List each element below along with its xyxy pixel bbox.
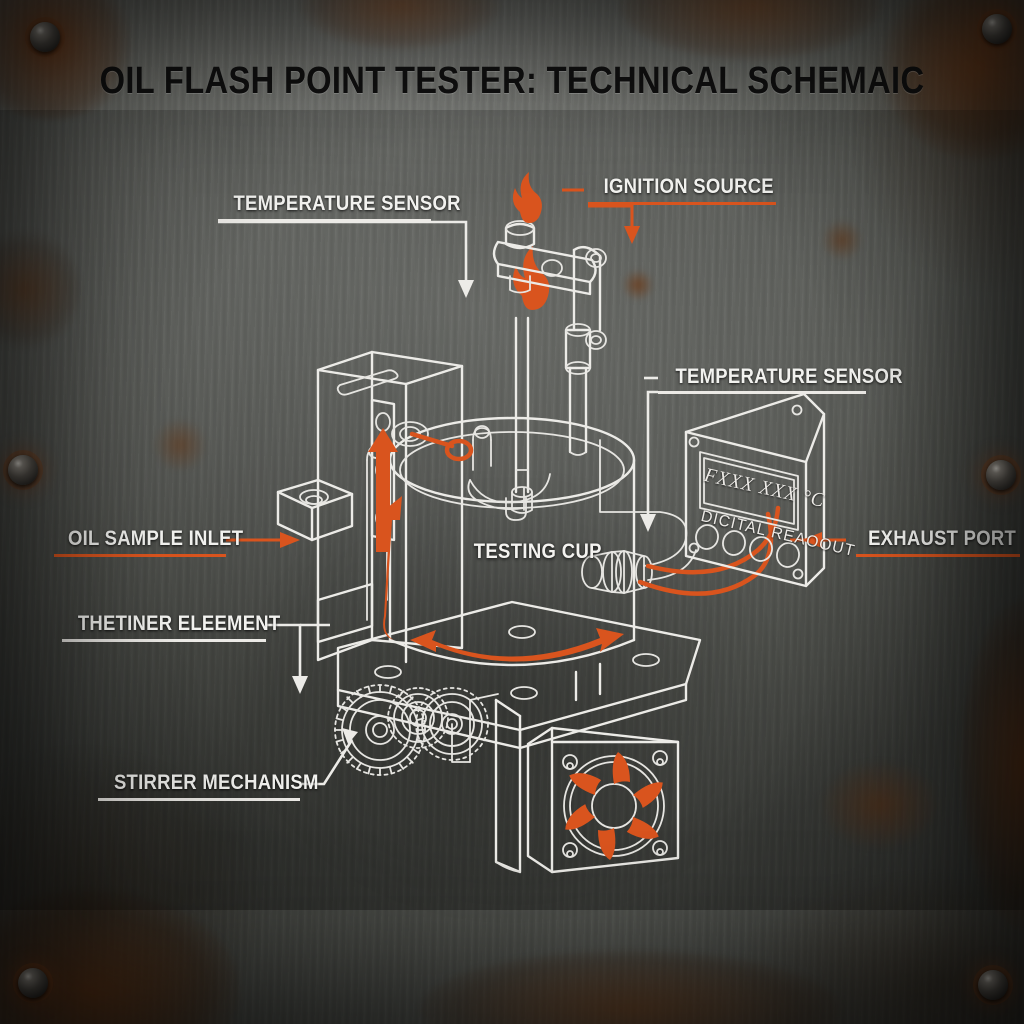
rule-stirrer-mechanism [98, 798, 300, 801]
label-temperature-sensor-left: TEMPERATURE SENSOR [233, 192, 460, 216]
support-column [494, 662, 602, 874]
rule-ignition-source [588, 202, 776, 205]
heat-flow-arrows [368, 428, 624, 662]
label-oil-sample-inlet: OIL SAMPLE INLET [68, 527, 243, 551]
bolt-bottom-right [978, 970, 1008, 1000]
page-title: OIL FLASH POINT TESTER: TECHNICAL SCHEMA… [72, 60, 953, 103]
leader-temperature-sensor-right [640, 376, 658, 532]
ignition-arm [492, 220, 607, 456]
leader-ignition-source [562, 188, 640, 244]
rule-exhaust-port [856, 554, 1020, 557]
bolt-bottom-left [18, 968, 48, 998]
digital-readout-unit [684, 392, 826, 588]
leader-oil-sample-inlet [226, 532, 300, 548]
label-exhaust-port: EXHAUST PORT [868, 527, 1016, 551]
bolt-top-left [30, 22, 60, 52]
fan-blades [565, 752, 663, 860]
label-ignition-source: IGNITION SOURCE [604, 175, 774, 199]
bolt-left-middle [8, 455, 38, 485]
leader-exhaust-port [790, 532, 846, 548]
rule-temperature-sensor-right [658, 391, 866, 394]
leader-heating-element [266, 623, 330, 694]
stirrer-gear-train [334, 684, 499, 776]
label-temperature-sensor-right: TEMPERATURE SENSOR [675, 365, 902, 389]
label-heating-element: THETINER ELEEMENT [78, 612, 281, 636]
flame-icon-probe [513, 246, 550, 310]
cooling-fan [526, 726, 680, 874]
label-testing-cup: TESTING CUP [474, 540, 602, 564]
rule-temperature-sensor-left [218, 219, 431, 222]
label-stirrer-mechanism: STIRRER MECHANISM [114, 771, 319, 795]
rule-oil-sample-inlet [54, 554, 226, 557]
leader-stirrer-mechanism [302, 728, 358, 786]
rule-heating-element [62, 639, 266, 642]
flame-icon-ignitor [512, 172, 542, 223]
bolt-top-right [982, 14, 1012, 44]
oil-inlet-valve [391, 421, 474, 462]
leader-temperature-sensor-left [218, 220, 474, 298]
temperature-probe-rod [511, 316, 533, 514]
bolt-right-middle [986, 460, 1016, 490]
